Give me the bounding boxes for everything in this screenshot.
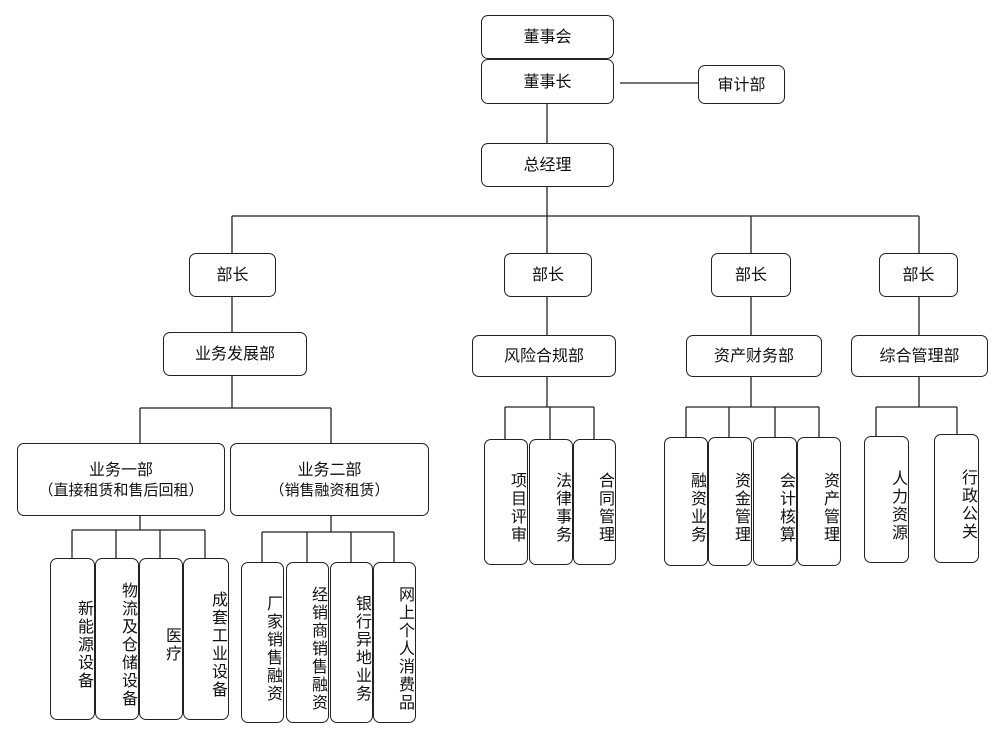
leaf-admin-pr: 行政公关 [934, 434, 979, 563]
leaf-legal-affairs: 法律事务 [529, 439, 573, 565]
minister-node-business: 部长 [189, 253, 276, 297]
audit-dept-node: 审计部 [698, 65, 785, 104]
business-unit-2-node: 业务二部 （销售融资租赁） [230, 443, 429, 516]
business-unit-1-node: 业务一部 （直接租赁和售后回租） [17, 443, 225, 516]
leaf-contract-management: 合同管理 [573, 439, 616, 565]
leaf-industrial-equipment: 成套工业设备 [183, 558, 229, 720]
chairman-node: 董事长 [481, 59, 614, 104]
leaf-manufacturer-sales-finance: 厂家销售融资 [241, 562, 284, 723]
business-unit-1-name: 业务一部 [88, 459, 153, 479]
leaf-online-consumer-goods: 网上个人消费品 [373, 562, 416, 723]
leaf-logistics-equipment: 物流及仓储设备 [95, 558, 139, 720]
leaf-new-energy-equipment: 新能源设备 [50, 558, 95, 720]
admin-dept-node: 综合管理部 [851, 335, 988, 377]
business-unit-2-name: 业务二部 [297, 459, 362, 479]
business-unit-2-note: （销售融资租赁） [269, 481, 390, 500]
minister-node-risk: 部长 [504, 253, 592, 297]
minister-node-admin: 部长 [879, 253, 958, 297]
leaf-human-resources: 人力资源 [864, 436, 909, 563]
board-node: 董事会 [481, 15, 614, 59]
general-manager-node: 总经理 [481, 143, 614, 187]
leaf-financing-business: 融资业务 [664, 437, 708, 566]
finance-dept-node: 资产财务部 [686, 335, 822, 377]
business-dept-node: 业务发展部 [163, 332, 307, 376]
leaf-fund-management: 资金管理 [708, 437, 752, 566]
leaf-medical: 医疗 [139, 558, 183, 720]
minister-node-finance: 部长 [711, 253, 791, 297]
leaf-accounting: 会计核算 [753, 437, 797, 566]
leaf-dealer-sales-finance: 经销商销售融资 [286, 562, 329, 723]
leaf-bank-remote-business: 银行异地业务 [330, 562, 373, 723]
business-unit-1-note: （直接租赁和售后回租） [38, 481, 204, 500]
leaf-project-review: 项目评审 [484, 439, 528, 565]
leaf-asset-management: 资产管理 [797, 437, 841, 566]
risk-dept-node: 风险合规部 [472, 335, 616, 377]
